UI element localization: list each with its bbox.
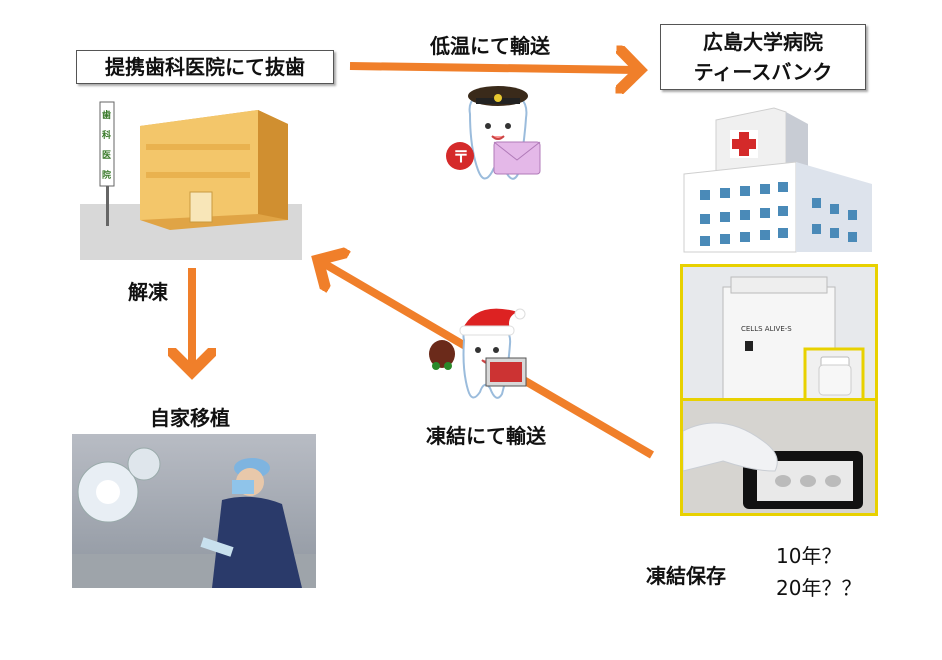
clinic-sign-text: 歯科医院: [102, 109, 111, 181]
transplant-label: 自家移植: [150, 406, 230, 430]
dental-clinic-illustration: 歯科医院: [80, 101, 302, 260]
freezer-machine-photo: CELLS ALIVE-S: [680, 264, 878, 404]
tooth-bank-subname: ティースバンク: [693, 60, 833, 84]
tooth-mascot-courier: 〒: [446, 86, 541, 180]
svg-text:院: 院: [102, 169, 111, 181]
svg-text:科: 科: [102, 129, 111, 141]
tooth-mascot-santa: [429, 308, 527, 399]
frozen-storage-label: 凍結保存: [646, 564, 726, 588]
svg-text:〒: 〒: [453, 147, 469, 166]
clinic-label: 提携歯科医院にて抜歯: [76, 50, 334, 84]
years-twenty-label: 20年？？: [776, 576, 862, 600]
tooth-bank-name: 広島大学病院: [703, 30, 823, 54]
years-ten-label: 10年？: [776, 544, 842, 568]
svg-text:歯: 歯: [102, 109, 111, 121]
tooth-bank-label: 広島大学病院 ティースバンク: [660, 24, 866, 90]
frozen-transport-label: 凍結にて輸送: [426, 424, 546, 448]
cold-transport-label: 低温にて輸送: [430, 34, 550, 58]
arrow-clinic-to-bank: [349, 66, 640, 70]
transplant-surgery-photo: [72, 434, 316, 588]
thaw-label: 解凍: [128, 280, 168, 304]
svg-text:医: 医: [102, 150, 111, 161]
freezer-interior-photo: [680, 398, 878, 516]
machine-label: CELLS ALIVE-S: [741, 325, 792, 333]
hospital-illustration: [683, 107, 872, 253]
